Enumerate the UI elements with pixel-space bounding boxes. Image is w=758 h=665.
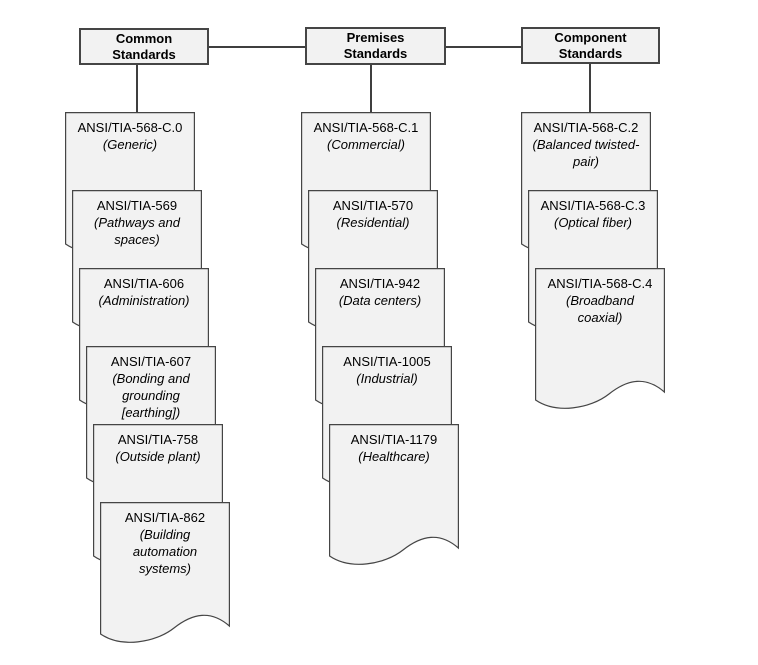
standard-name: ANSI/TIA-607 bbox=[110, 354, 192, 369]
document-text: ANSI/TIA-569 (Pathways and spaces) bbox=[72, 197, 202, 248]
document-shape-icon bbox=[329, 424, 459, 565]
standard-name: ANSI/TIA-758 bbox=[117, 432, 199, 447]
document-shape-icon bbox=[100, 502, 230, 643]
standard-description: (Pathways and spaces) bbox=[94, 215, 180, 247]
standard-document: ANSI/TIA-862 (Building automation systems… bbox=[100, 502, 230, 652]
standard-document: ANSI/TIA-568-C.4 (Broadband coaxial) bbox=[535, 268, 665, 418]
header-component-standards: Component Standards bbox=[521, 27, 660, 64]
standard-description: (Bonding and grounding [earthing]) bbox=[112, 371, 190, 420]
header-common-standards: Common Standards bbox=[79, 28, 209, 65]
standard-name: ANSI/TIA-568-C.3 bbox=[540, 198, 646, 213]
standard-name: ANSI/TIA-568-C.1 bbox=[313, 120, 419, 135]
standard-description: (Balanced twisted- pair) bbox=[532, 137, 640, 169]
connector-line-component-stack bbox=[589, 64, 591, 112]
standard-name: ANSI/TIA-606 bbox=[103, 276, 185, 291]
standard-name: ANSI/TIA-568-C.4 bbox=[547, 276, 653, 291]
standard-name: ANSI/TIA-1179 bbox=[350, 432, 438, 447]
standard-name: ANSI/TIA-568-C.0 bbox=[77, 120, 183, 135]
standard-name: ANSI/TIA-568-C.2 bbox=[533, 120, 639, 135]
connector-line-common-premises bbox=[209, 46, 305, 48]
document-text: ANSI/TIA-1005 (Industrial) bbox=[322, 353, 452, 387]
document-text: ANSI/TIA-606 (Administration) bbox=[79, 275, 209, 309]
standard-description: (Residential) bbox=[336, 215, 410, 230]
standard-document: ANSI/TIA-1179 (Healthcare) bbox=[329, 424, 459, 574]
standard-name: ANSI/TIA-569 bbox=[96, 198, 178, 213]
standard-name: ANSI/TIA-570 bbox=[332, 198, 414, 213]
standard-description: (Industrial) bbox=[356, 371, 418, 386]
standard-description: (Building automation systems) bbox=[132, 527, 198, 576]
document-text: ANSI/TIA-942 (Data centers) bbox=[315, 275, 445, 309]
standard-description: (Healthcare) bbox=[358, 449, 430, 464]
connector-line-premises-stack bbox=[370, 64, 372, 112]
standard-description: (Generic) bbox=[102, 137, 158, 152]
document-text: ANSI/TIA-568-C.4 (Broadband coaxial) bbox=[535, 275, 665, 326]
document-text: ANSI/TIA-570 (Residential) bbox=[308, 197, 438, 231]
standard-description: (Broadband coaxial) bbox=[566, 293, 634, 325]
document-text: ANSI/TIA-568-C.3 (Optical fiber) bbox=[528, 197, 658, 231]
standard-description: (Administration) bbox=[98, 293, 190, 308]
connector-line-common-stack bbox=[136, 64, 138, 112]
standard-description: (Commercial) bbox=[327, 137, 405, 152]
header-premises-standards: Premises Standards bbox=[305, 27, 446, 65]
connector-line-premises-component bbox=[446, 46, 521, 48]
standard-name: ANSI/TIA-942 bbox=[339, 276, 421, 291]
document-text: ANSI/TIA-607 (Bonding and grounding [eart… bbox=[86, 353, 216, 421]
document-text: ANSI/TIA-568-C.0 (Generic) bbox=[65, 119, 195, 153]
document-text: ANSI/TIA-758 (Outside plant) bbox=[93, 431, 223, 465]
document-shape-icon bbox=[535, 268, 665, 409]
document-text: ANSI/TIA-568-C.2 (Balanced twisted- pair) bbox=[521, 119, 651, 170]
standard-name: ANSI/TIA-1005 bbox=[343, 354, 431, 369]
document-text: ANSI/TIA-568-C.1 (Commercial) bbox=[301, 119, 431, 153]
standard-description: (Data centers) bbox=[338, 293, 422, 308]
standard-name: ANSI/TIA-862 bbox=[124, 510, 206, 525]
standard-description: (Outside plant) bbox=[115, 449, 201, 464]
document-text: ANSI/TIA-1179 (Healthcare) bbox=[329, 431, 459, 465]
document-text: ANSI/TIA-862 (Building automation systems… bbox=[100, 509, 230, 577]
standard-description: (Optical fiber) bbox=[553, 215, 633, 230]
